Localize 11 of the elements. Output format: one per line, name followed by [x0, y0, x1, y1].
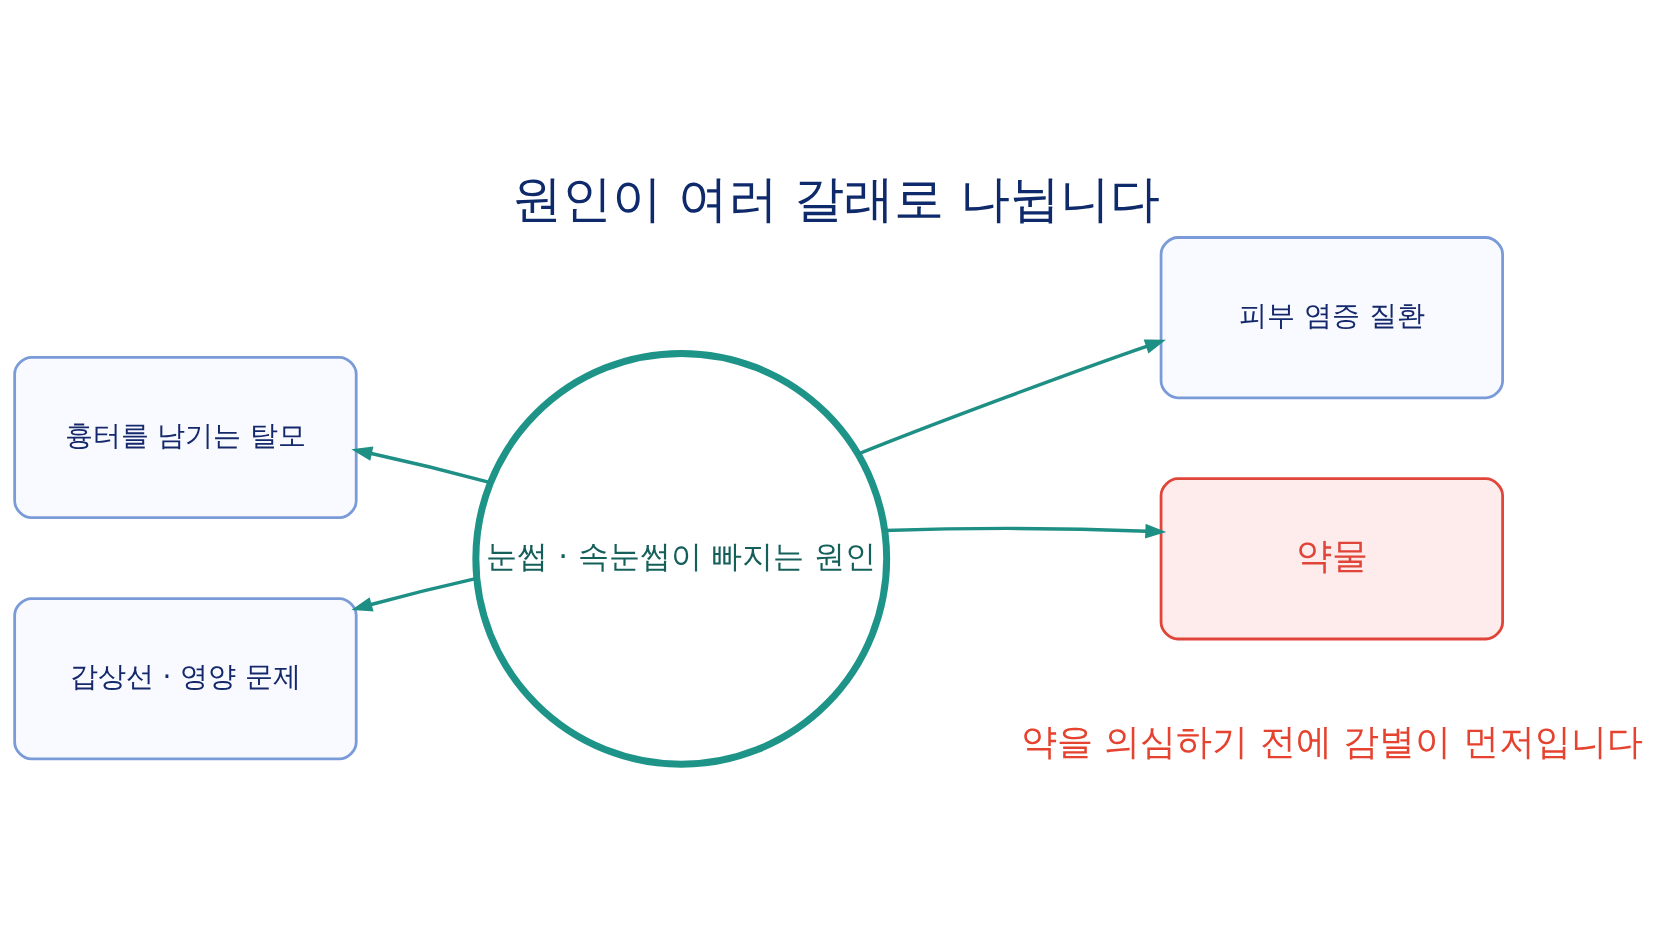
- diagram-title: 원인이 여러 갈래로 나뉩니다: [512, 168, 1160, 228]
- node-box: 약물: [1159, 476, 1504, 640]
- node-box: 갑상선 · 영양 문제: [13, 596, 358, 760]
- arrow: [857, 339, 1166, 456]
- arrow: [884, 523, 1167, 538]
- caption: 약을 의심하기 전에 감별이 먼저입니다: [1020, 719, 1643, 763]
- arrow: [351, 576, 478, 611]
- node-box: 흉터를 남기는 탈모: [13, 355, 358, 519]
- arrow: [351, 445, 491, 484]
- node-circle: 눈썹 · 속눈썹이 빠지는 원인: [472, 349, 891, 768]
- node-box: 피부 염증 질환: [1159, 235, 1504, 399]
